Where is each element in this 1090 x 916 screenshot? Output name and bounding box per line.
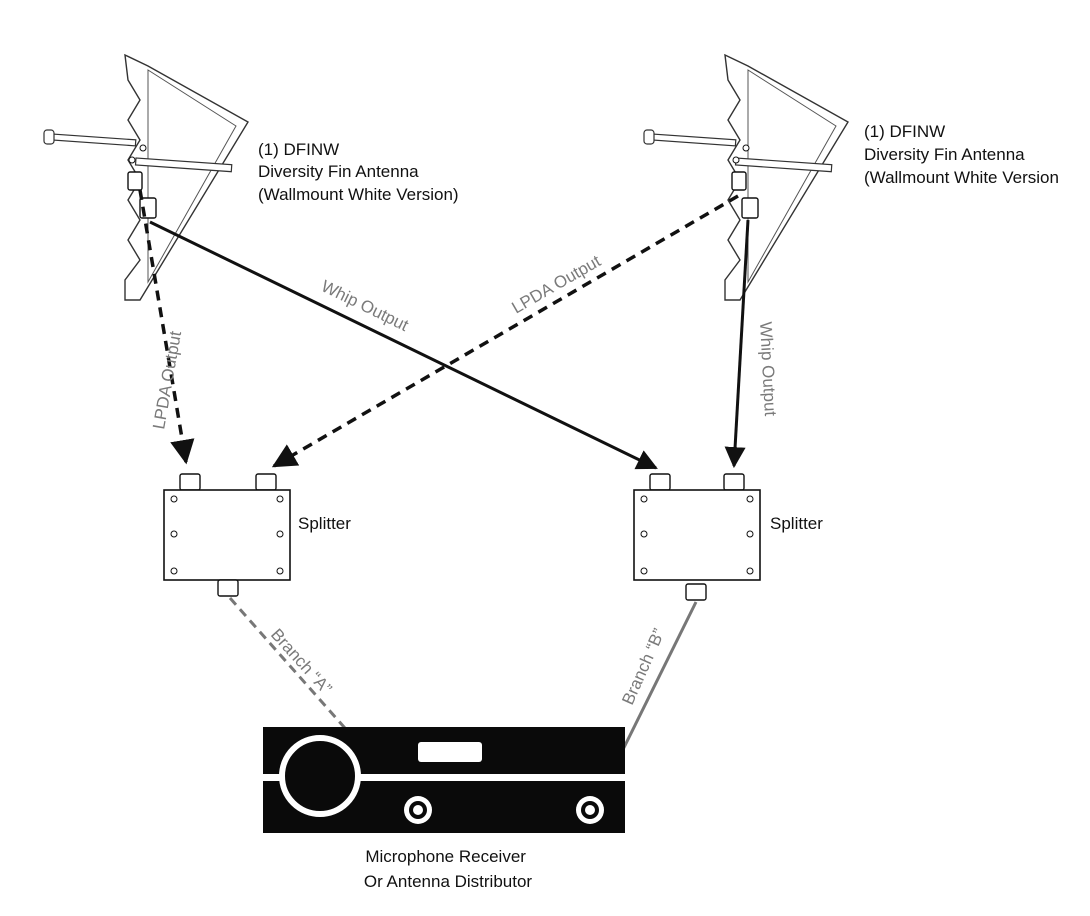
left-antenna-label: (1) DFINW Diversity Fin Antenna (Wallmou… xyxy=(258,140,459,204)
right-lpda-cable xyxy=(271,194,739,468)
right-whip-cable xyxy=(724,219,750,469)
branch-b-label: Branch “B” xyxy=(618,625,669,707)
right-whip-label: Whip Output xyxy=(756,321,780,417)
branch-a-label: Branch “A” xyxy=(267,625,336,698)
right-splitter-label: Splitter xyxy=(770,514,823,533)
left-lpda-cable xyxy=(138,189,195,465)
receiver-display-slot xyxy=(418,742,482,762)
receiver-label: Microphone Receiver Or Antenna Distribut… xyxy=(364,847,533,891)
right-splitter xyxy=(633,473,761,601)
left-fin-antenna xyxy=(43,53,249,301)
right-lpda-label: LPDA Output xyxy=(509,251,605,317)
right-antenna-label: (1) DFINW Diversity Fin Antenna (Wallmou… xyxy=(864,122,1059,187)
microphone-receiver xyxy=(263,727,625,833)
left-whip-cable xyxy=(149,220,658,470)
receiver-display-ring xyxy=(279,735,361,817)
left-splitter-label: Splitter xyxy=(298,514,351,533)
right-fin-antenna xyxy=(643,53,849,301)
left-splitter xyxy=(163,473,291,597)
